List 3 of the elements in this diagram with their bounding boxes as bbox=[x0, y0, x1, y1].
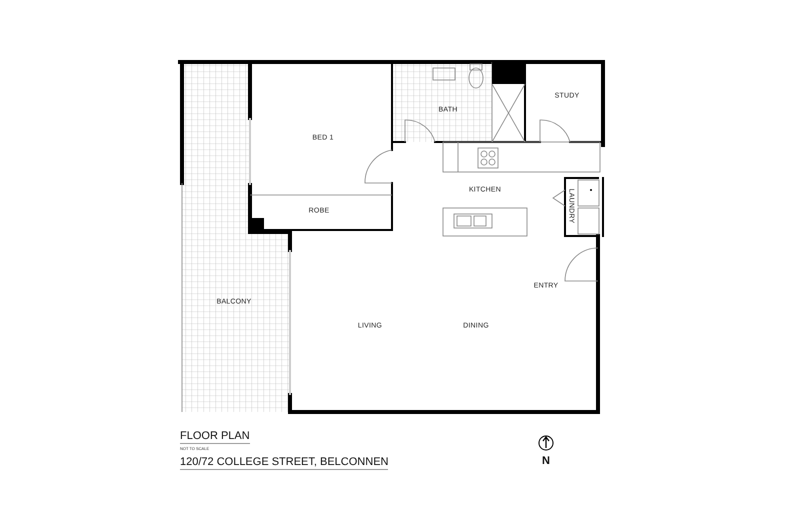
plan-title: FLOOR PLAN bbox=[180, 430, 250, 444]
address-text: 120/72 COLLEGE STREET, BELCONNEN bbox=[180, 456, 388, 470]
north-label: N bbox=[542, 455, 550, 467]
